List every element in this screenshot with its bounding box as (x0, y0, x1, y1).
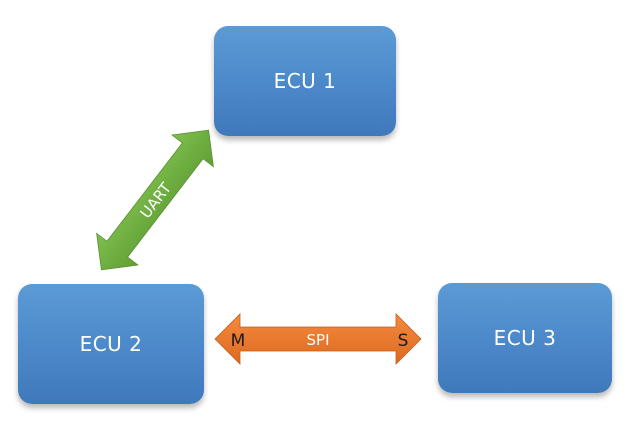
ecu-3-label: ECU 3 (493, 326, 557, 350)
uart-arrow: UART (96, 129, 214, 271)
spi-arrow: SPI M S (214, 313, 422, 365)
spi-master-label: M (231, 331, 246, 351)
ecu-2-box: ECU 2 (18, 284, 204, 404)
ecu-2-label: ECU 2 (79, 332, 143, 356)
uart-arrow-shape (96, 129, 214, 271)
spi-slave-label: S (398, 331, 409, 351)
spi-label: SPI (307, 331, 330, 349)
ecu-1-label: ECU 1 (273, 69, 337, 93)
spi-arrow-shape (214, 313, 422, 365)
ecu-3-box: ECU 3 (438, 283, 612, 393)
ecu-1-box: ECU 1 (214, 26, 396, 136)
